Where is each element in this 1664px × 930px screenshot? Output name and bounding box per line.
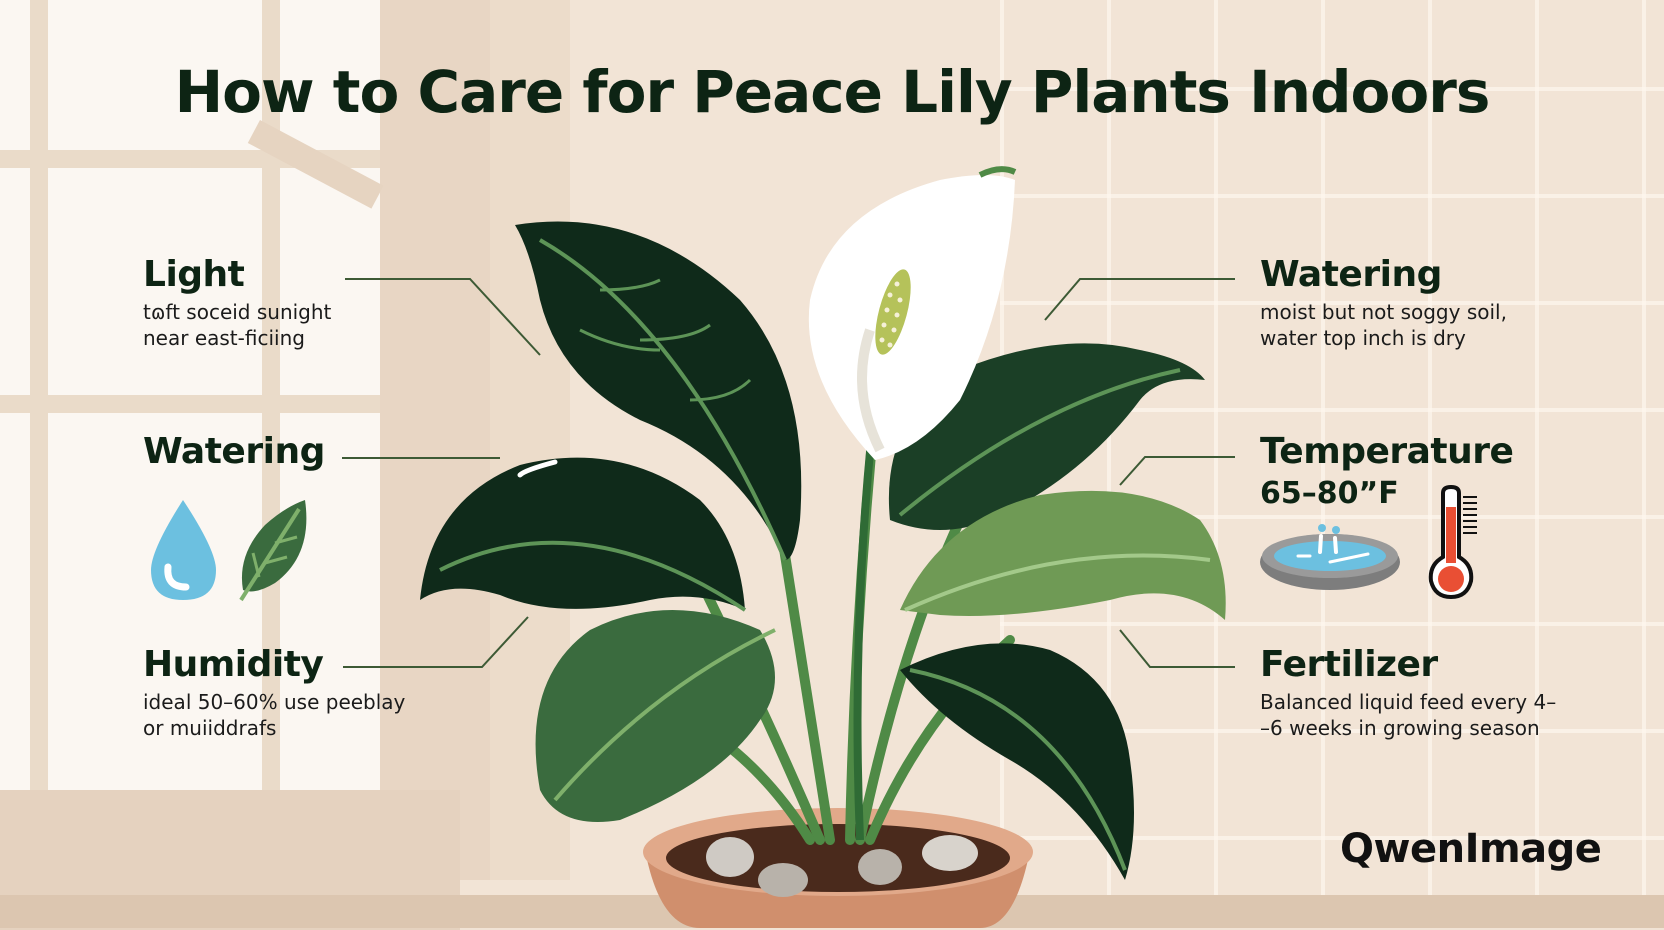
left-section-humidity: Humidity ideal 50–60% use peeblay or mui…	[143, 645, 405, 741]
light-heading: Light	[143, 254, 245, 295]
water-drop-icon	[151, 500, 216, 600]
fertilizer-heading: Fertilizer	[1260, 644, 1438, 685]
light-description-line-2: near east-ficiing	[143, 325, 305, 350]
light-description-line-1: tɷft soceid sunight	[143, 299, 332, 324]
humidity-heading: Humidity	[143, 644, 324, 685]
leader-lines	[342, 278, 1235, 668]
pot	[643, 808, 1033, 928]
fertilizer-description-line-2: –6 weeks in growing season	[1260, 715, 1540, 740]
pebble-tray-icon	[1260, 524, 1400, 590]
left-section-watering: Watering	[143, 432, 325, 472]
fertilizer-description-line-1: Balanced liquid feed every 4–	[1260, 689, 1557, 714]
watering-description-line-1: moist but not soggy soil,	[1260, 299, 1507, 324]
left-section-light: Light tɷft soceid sunight near east-fici…	[143, 255, 331, 351]
humidity-description-line-2: or muiiddrafs	[143, 715, 277, 740]
light-description: tɷft soceid sunight near east-ficiing	[143, 299, 331, 351]
watering-heading-left: Watering	[143, 431, 325, 472]
watermark: QwenImage	[1340, 826, 1602, 872]
right-section-temperature: Temperature 65–80”F	[1260, 431, 1514, 511]
thermometer-icon	[1428, 485, 1477, 600]
humidity-description-line-1: ideal 50–60% use peeblay	[143, 689, 406, 714]
temperature-range: 65–80”F	[1260, 475, 1399, 511]
humidity-description: ideal 50–60% use peeblay or muiiddrafs	[143, 689, 405, 741]
leaf-icon	[239, 500, 307, 602]
right-section-fertilizer: Fertilizer Balanced liquid feed every 4–…	[1260, 645, 1556, 741]
watering-heading-right: Watering	[1260, 254, 1442, 295]
right-section-watering: Watering moist but not soggy soil, water…	[1260, 255, 1507, 351]
temperature-heading: Temperature	[1260, 431, 1514, 472]
watering-description: moist but not soggy soil, water top inch…	[1260, 299, 1507, 351]
watering-description-line-2: water top inch is dry	[1260, 325, 1466, 350]
fertilizer-description: Balanced liquid feed every 4– –6 weeks i…	[1260, 689, 1556, 741]
window	[0, 0, 380, 800]
wall-pillar	[380, 0, 490, 880]
page-title: How to Care for Peace Lily Plants Indoor…	[174, 58, 1491, 126]
